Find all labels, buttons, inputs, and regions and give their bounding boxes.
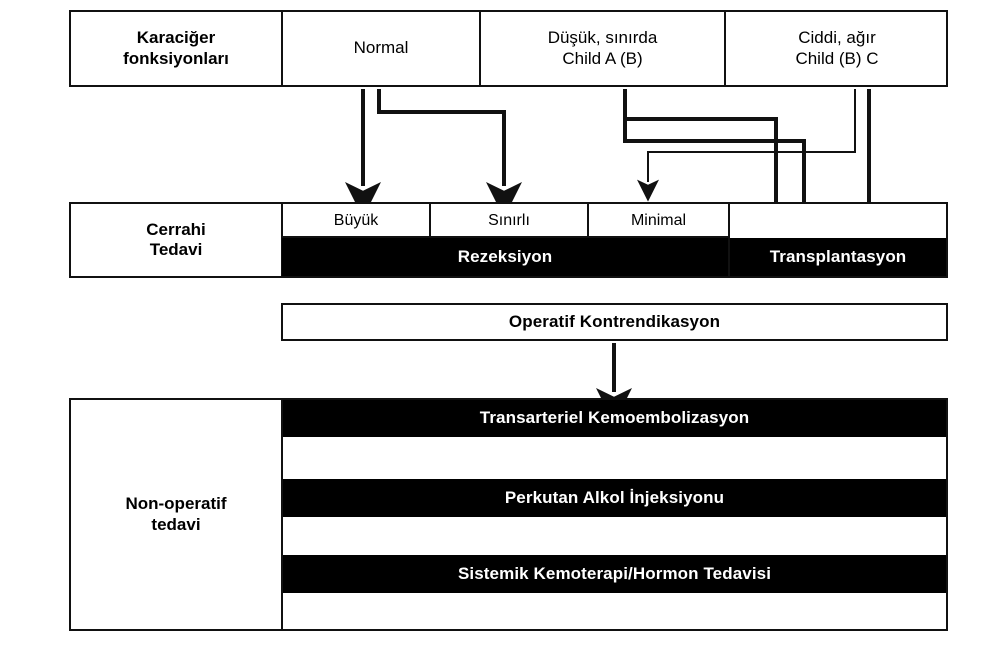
surgical-extent-baseline	[281, 236, 730, 238]
liver-function-row	[69, 10, 948, 87]
connector-dusuk-to-transplantasyon-a	[623, 89, 794, 246]
surgical-treatment-transplantasyon-band[interactable]: Transplantasyon	[730, 238, 946, 276]
surgical-treatment-transplantasyon-band-label: Transplantasyon	[769, 246, 907, 266]
surgical-treatment-rezeksiyon[interactable]: Rezeksiyon	[282, 238, 728, 276]
nonoperative-label-divider	[281, 398, 283, 631]
surgical-extent-buyuk[interactable]: Büyük	[283, 204, 429, 238]
surgical-label: Cerrahi Tedavi	[71, 204, 281, 276]
liver-option-dusuk-line1: Düşük, sınırda	[547, 28, 658, 48]
liver-function-label-line2: fonksiyonları	[123, 48, 229, 68]
liver-option-dusuk[interactable]: Düşük, sınırda Child A (B)	[481, 12, 724, 85]
nonoperative-blank-3	[283, 593, 946, 629]
nonoperative-blank-2	[283, 517, 946, 555]
liver-option-normal-line1: Normal	[353, 38, 409, 58]
liver-divider-2	[479, 10, 481, 87]
surgical-extent-sinirli[interactable]: Sınırlı	[431, 204, 587, 238]
surgical-extent-buyuk-label: Büyük	[333, 211, 379, 229]
liver-option-dusuk-line2: Child A (B)	[562, 48, 643, 68]
surgical-extent-minimal-label: Minimal	[630, 211, 687, 229]
connector-dusuk-to-transplantasyon-b	[623, 119, 822, 246]
operative-contraindication-box[interactable]: Operatif Kontrendikasyon	[281, 303, 948, 341]
nonoperative-option-pei-label: Perkutan Alkol İnjeksiyonu	[504, 487, 725, 507]
liver-option-ciddi-line2: Child (B) C	[795, 48, 879, 68]
surgical-extent-divider-3	[728, 202, 730, 278]
transplantasyon-arrow-landing	[730, 204, 946, 238]
liver-function-label-line1: Karaciğer	[136, 28, 216, 48]
nonoperative-label-line2: tedavi	[151, 514, 201, 534]
liver-option-ciddi-line1: Ciddi, ağır	[798, 28, 876, 48]
connector-dusuk-to-minimal	[637, 89, 856, 202]
liver-divider-3	[724, 10, 726, 87]
operative-contraindication-label: Operatif Kontrendikasyon	[508, 311, 721, 331]
nonoperative-option-tace[interactable]: Transarteriel Kemoembolizasyon	[283, 400, 946, 437]
surgical-extent-divider-1	[429, 202, 431, 238]
surgical-treatment-rezeksiyon-label: Rezeksiyon	[457, 246, 553, 266]
nonoperative-blank-1	[283, 437, 946, 479]
nonoperative-option-pei[interactable]: Perkutan Alkol İnjeksiyonu	[283, 479, 946, 517]
liver-function-label: Karaciğer fonksiyonları	[71, 12, 281, 85]
nonoperative-label: Non-operatif tedavi	[71, 400, 281, 629]
nonoperative-option-chemo[interactable]: Sistemik Kemoterapi/Hormon Tedavisi	[283, 555, 946, 593]
nonoperative-option-chemo-label: Sistemik Kemoterapi/Hormon Tedavisi	[457, 563, 772, 583]
liver-divider-1	[281, 10, 283, 87]
surgical-extent-divider-2	[587, 202, 589, 238]
surgical-extent-sinirli-label: Sınırlı	[488, 211, 530, 229]
surgical-extent-minimal[interactable]: Minimal	[589, 204, 728, 238]
liver-option-ciddi[interactable]: Ciddi, ağır Child (B) C	[726, 12, 948, 85]
nonoperative-option-tace-label: Transarteriel Kemoembolizasyon	[479, 408, 750, 428]
liver-option-normal[interactable]: Normal	[283, 12, 479, 85]
connector-normal-to-sinirli	[377, 89, 522, 218]
surgical-label-line1: Cerrahi	[146, 219, 206, 239]
surgical-label-line2: Tedavi	[149, 240, 203, 259]
nonoperative-label-line1: Non-operatif	[125, 494, 227, 514]
